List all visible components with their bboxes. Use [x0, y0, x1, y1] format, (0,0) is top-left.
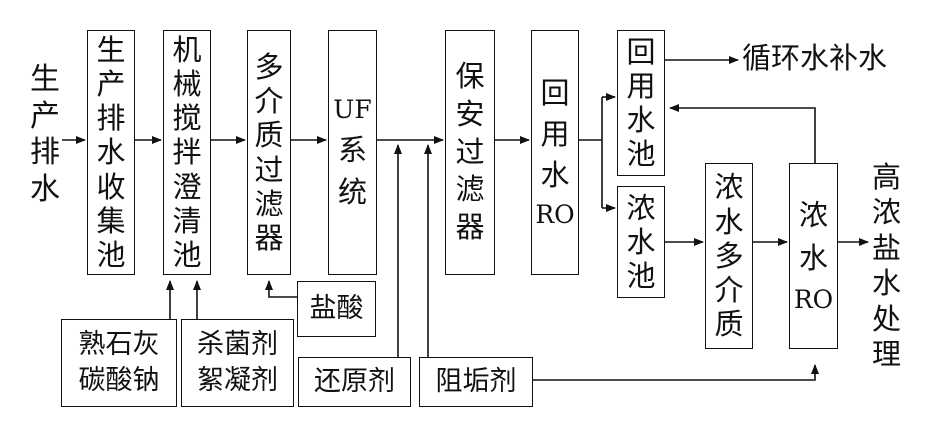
label-char: 集 [96, 203, 126, 238]
label-char: 介 [254, 84, 284, 119]
label-char: 池 [96, 238, 126, 273]
lime-soda-box: 熟石灰 碳酸钠 [61, 319, 177, 407]
media-filter-box: 多介质过滤器 [247, 30, 291, 275]
hydrochloric-acid-box: 盐酸 [297, 281, 376, 337]
label-char: 器 [455, 210, 485, 245]
input-label: 生产排水 [30, 62, 60, 207]
concentrate-ro-label: 浓 水 RO [793, 197, 834, 314]
label-char: 池 [626, 259, 656, 294]
dose-hcl [265, 280, 297, 298]
cartridge-filter-label: 保安过滤器 [446, 31, 494, 274]
label-char: 收 [96, 169, 126, 204]
label-char: 过 [254, 152, 284, 187]
label-char: 多 [714, 238, 744, 273]
label-char: 水 [714, 204, 744, 239]
label-char: 水 [626, 103, 656, 137]
label-char: 械 [172, 66, 202, 101]
label-char: 器 [254, 220, 284, 255]
arrow-permeate-return [669, 104, 816, 163]
label-char: 池 [626, 137, 656, 172]
label-char: 水 [96, 135, 126, 170]
label-char: 搅 [172, 101, 202, 136]
label-char: 机 [172, 32, 202, 67]
label-char: 池 [172, 238, 202, 273]
antiscalant-box: 阻垢剂 [419, 357, 533, 407]
label-char: 排 [96, 101, 126, 136]
uf-system-label: UF 系 统 [333, 95, 372, 209]
concentrate-media-filter-box: 浓水多介质 [705, 163, 753, 349]
label-char: 多 [254, 49, 284, 84]
reuse-water-tank-label: 回用水池 [618, 31, 664, 175]
lime-soda-label: 熟石灰 碳酸钠 [78, 328, 160, 396]
label-char: 用 [626, 68, 656, 103]
concentrate-tank-label: 浓水池 [618, 187, 664, 297]
label-char: 回 [626, 34, 656, 69]
concentrate-tank-box: 浓水池 [617, 186, 665, 298]
circulating-makeup-label: 循环水补水 [742, 41, 888, 75]
reuse-water-tank-box: 回用水池 [617, 30, 665, 176]
reducing-agent-label: 还原剂 [314, 365, 395, 397]
label-char: 介 [714, 273, 744, 308]
label-char: 浓 [714, 170, 744, 205]
label-char: 滤 [455, 172, 485, 207]
label-char: 澄 [172, 169, 202, 204]
media-filter-label: 多介质过滤器 [248, 31, 290, 274]
label-char: 水 [626, 224, 656, 259]
biocide-coagulant-label: 杀菌剂 絮凝剂 [197, 328, 278, 396]
label-char: 过 [455, 134, 485, 169]
label-char: 保 [455, 59, 485, 94]
reducing-agent-box: 还原剂 [298, 357, 411, 407]
label-char: 清 [172, 203, 202, 238]
label-char: 浓 [626, 190, 656, 225]
label-char: 质 [254, 118, 284, 153]
collection-tank-box: 生产排水收集池 [87, 30, 135, 275]
collection-tank-label: 生产排水收集池 [88, 31, 134, 274]
clarifier-box: 机械搅拌澄清池 [163, 30, 211, 275]
concentrate-media-filter-label: 浓水多介质 [706, 164, 752, 348]
antiscalant-label: 阻垢剂 [435, 365, 517, 397]
concentrate-ro-box: 浓 水 RO [789, 163, 838, 349]
cartridge-filter-box: 保安过滤器 [445, 30, 495, 275]
label-char: 产 [96, 66, 126, 101]
label-char: 安 [455, 96, 485, 131]
label-char: 拌 [172, 135, 202, 170]
hydrochloric-acid-label: 盐酸 [309, 292, 364, 324]
high-salt-treatment-label: 高浓盐水处理 [872, 160, 902, 371]
dose-antiscalant-ro [533, 364, 819, 381]
clarifier-label: 机械搅拌澄清池 [164, 31, 210, 274]
label-char: 质 [714, 307, 744, 342]
label-char: 滤 [254, 186, 284, 221]
uf-system-box: UF 系 统 [328, 30, 377, 275]
reuse-ro-label: 回 用 水 RO [535, 75, 575, 229]
reuse-ro-box: 回 用 水 RO [531, 30, 579, 275]
label-char: 生 [96, 32, 126, 67]
biocide-coagulant-box: 杀菌剂 絮凝剂 [181, 319, 294, 407]
